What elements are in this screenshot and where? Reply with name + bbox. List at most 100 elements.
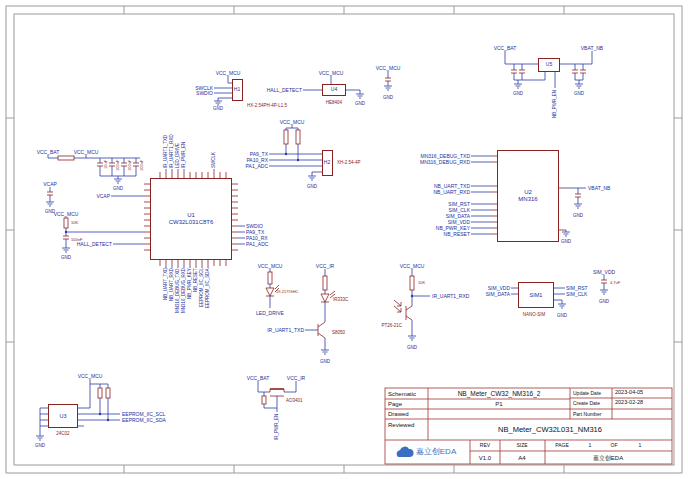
label-anchor: IR_UART1_RXD: [432, 294, 469, 299]
label-anchor: VCC_MCU: [78, 374, 103, 379]
net-label: VCC_MCU: [216, 71, 241, 76]
net-label: VBAT_NB: [581, 46, 603, 51]
label-anchor: HE8404: [326, 101, 342, 106]
net-label: VCC_MCU: [54, 212, 79, 217]
ground-symbols: [36, 84, 608, 440]
label-anchor: PAGE: [555, 443, 569, 448]
label-anchor: VCC_BAT: [494, 46, 517, 51]
label-anchor: VCC_BAT: [37, 150, 60, 155]
label-anchor: IR_UART1_TXD: [267, 328, 304, 333]
junction-dot: [411, 295, 413, 297]
net-label: MN316_DEBUG_RXD: [420, 160, 470, 165]
label-anchor: PA10_RX: [246, 236, 268, 241]
part-designator: U3: [59, 413, 66, 419]
title-block-text: SIZE: [516, 443, 527, 448]
label-anchor: VBAT_NB: [588, 186, 610, 191]
title-block-text: 1: [589, 443, 592, 448]
label-anchor: SWDIO: [246, 224, 263, 229]
label-anchor: SIM_DATA: [446, 214, 470, 219]
part-designator: U1: [187, 212, 195, 219]
label-anchor: IR_PWR_EN: [275, 414, 280, 440]
label-anchor: PA10_RX: [246, 158, 268, 163]
label-anchor: 100nF: [116, 160, 120, 171]
wire: [214, 76, 232, 101]
label-anchor: NB_PWR_EN: [553, 90, 558, 118]
wire: [48, 155, 140, 179]
capacitor-symbol: [47, 70, 607, 283]
net-label: GND: [557, 314, 567, 319]
net-label: MN316_DEBUG_RXD: [182, 268, 187, 313]
net-label: NB_RESET: [194, 268, 199, 292]
resistor-symbol: [64, 218, 68, 228]
title-block-text: Create Date: [573, 401, 600, 406]
net-label: SIM_CLK: [566, 292, 587, 297]
inner-frame: [14, 14, 674, 465]
label-anchor: VCC_MCU: [319, 71, 344, 76]
label-anchor: XH-2.54-4P: [337, 161, 361, 166]
label-anchor: SIM_VDD: [448, 220, 470, 225]
part-value: NANO-SIM: [523, 313, 546, 318]
resistor-symbol: [58, 156, 74, 160]
net-label: NB_PWR_KEY: [436, 226, 470, 231]
label-anchor: PA1_ADC: [246, 242, 268, 247]
label-anchor: SIM_CLK: [566, 292, 587, 297]
part-value: HX-2.54PH-4P-L1.5: [247, 104, 287, 109]
label-anchor: SIM_RST: [566, 286, 588, 291]
label-anchor: GND: [35, 444, 45, 449]
label-anchor: EEPROM_IIC_SCL: [200, 268, 205, 307]
net-label: PA10_RX: [246, 158, 268, 163]
part-designator: SIM1: [530, 292, 543, 298]
net-label: VCAP: [96, 194, 110, 199]
label-anchor: VCC_MCU: [216, 71, 241, 76]
net-label: PA10_RX: [246, 236, 268, 241]
label-anchor: HALL_DETECT: [77, 242, 112, 247]
wire: [269, 125, 322, 176]
resistor-symbol: [296, 130, 300, 144]
net-label: LED_DRIVE: [176, 143, 181, 168]
label-anchor: Update Date: [573, 391, 601, 396]
net-label: PA9_TX: [246, 230, 264, 235]
label-anchor: IR_UART1_TXD: [164, 135, 169, 168]
title-block-text: 1: [639, 443, 642, 448]
ldo-regulator-ic: U5: [538, 58, 560, 72]
net-label: PA1_ADC: [246, 164, 268, 169]
part-number: MN316: [518, 196, 537, 203]
label-anchor: P1: [495, 401, 502, 407]
part-value: AO3401: [286, 399, 303, 404]
net-label: VCC_MCU: [376, 66, 401, 71]
label-anchor: VCC_IR: [287, 376, 305, 381]
label-anchor: VBAT_NB: [581, 46, 603, 51]
net-label: SIM_VDD: [488, 286, 510, 291]
label-anchor: SIZE: [516, 443, 527, 448]
net-label: NB_UART_TXD: [434, 184, 470, 189]
label-anchor: OF: [611, 443, 618, 448]
part-value: 10uF: [104, 160, 108, 169]
net-label: NB_RESET: [444, 232, 470, 237]
label-anchor: GND: [599, 300, 609, 305]
net-label: VCC_IR: [287, 376, 305, 381]
label-anchor: GND: [320, 360, 330, 365]
label-anchor: PA9_TX: [246, 230, 264, 235]
mcu-ic: U1CW32L031C8T6: [150, 178, 232, 260]
label-anchor: GND: [355, 102, 365, 107]
net-label: SWCLK: [212, 152, 217, 168]
components: [47, 70, 607, 404]
net-label: EEPROM_IIC_SCL: [200, 268, 205, 307]
label-anchor: 嘉立创EDA: [593, 455, 623, 461]
part-value: XH-2.54-4P: [337, 161, 361, 166]
label-anchor: VCAP: [43, 182, 57, 187]
title-block-text: V1.0: [479, 455, 491, 461]
net-label: SIM_DATA: [446, 214, 470, 219]
label-anchor: PA1_ADC: [246, 164, 268, 169]
title-block-text: 2023-04-05: [615, 390, 643, 396]
net-label: NB_UART_TXD: [164, 268, 169, 300]
net-label: EEPROM_IIC_SDA: [122, 418, 166, 423]
net-label: VCC_MCU: [319, 71, 344, 76]
wire: [270, 269, 430, 350]
part-value: PT26-21C: [381, 324, 402, 329]
net-label: EEPROM_IIC_SDA: [206, 268, 211, 308]
label-anchor: V1.0: [479, 455, 491, 461]
net-label: VCC_BAT: [247, 376, 270, 381]
net-label: GND: [113, 187, 123, 192]
